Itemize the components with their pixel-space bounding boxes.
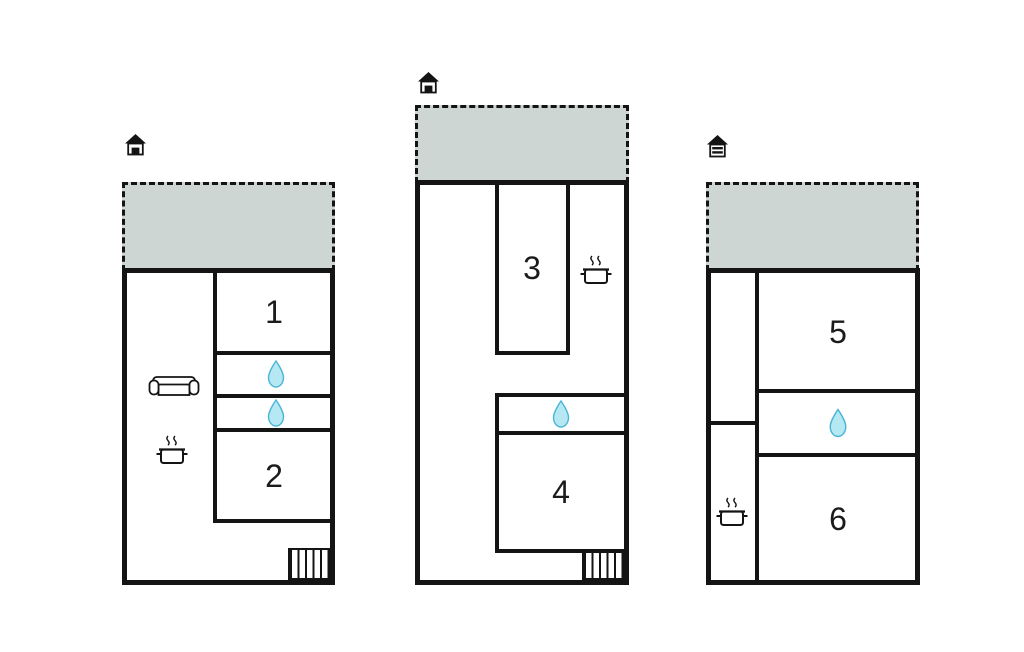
- terrace-area: [415, 105, 629, 183]
- wall: [213, 428, 330, 432]
- terrace-area: [122, 182, 335, 271]
- water-drop-icon: [551, 399, 571, 428]
- water-drop-icon: [266, 398, 286, 427]
- room-label: 4: [552, 474, 570, 510]
- wall: [759, 453, 915, 457]
- floor-outline: [415, 180, 629, 585]
- wall: [213, 519, 330, 523]
- water-drop-icon: [828, 408, 849, 438]
- room-label: 2: [265, 458, 283, 494]
- house-level-icon: [417, 71, 440, 94]
- wall: [495, 185, 499, 355]
- sofa-icon: [148, 374, 200, 400]
- terrace-area: [706, 182, 919, 271]
- stairs-icon: [288, 548, 330, 580]
- wall: [711, 421, 755, 425]
- water-drop-icon: [266, 359, 286, 388]
- wall: [759, 389, 915, 393]
- wall: [566, 185, 570, 355]
- house-level-icon: [124, 133, 147, 156]
- house-level-icon: [706, 134, 729, 158]
- cooking-pot-icon: [154, 435, 190, 467]
- wall: [755, 273, 759, 580]
- wall: [213, 351, 330, 355]
- wall: [495, 393, 624, 397]
- room-label: 1: [265, 294, 283, 330]
- wall: [213, 394, 330, 398]
- floor-outline: [122, 268, 335, 585]
- cooking-pot-icon: [714, 497, 750, 529]
- wall: [495, 351, 570, 355]
- wall: [495, 393, 499, 553]
- floor-outline: [706, 268, 920, 585]
- wall: [495, 549, 624, 553]
- wall: [495, 431, 624, 435]
- room-label: 6: [829, 501, 847, 537]
- wall: [213, 273, 217, 523]
- room-label: 3: [523, 250, 541, 286]
- stairs-icon: [582, 551, 624, 580]
- cooking-pot-icon: [578, 255, 614, 287]
- room-label: 5: [829, 314, 847, 350]
